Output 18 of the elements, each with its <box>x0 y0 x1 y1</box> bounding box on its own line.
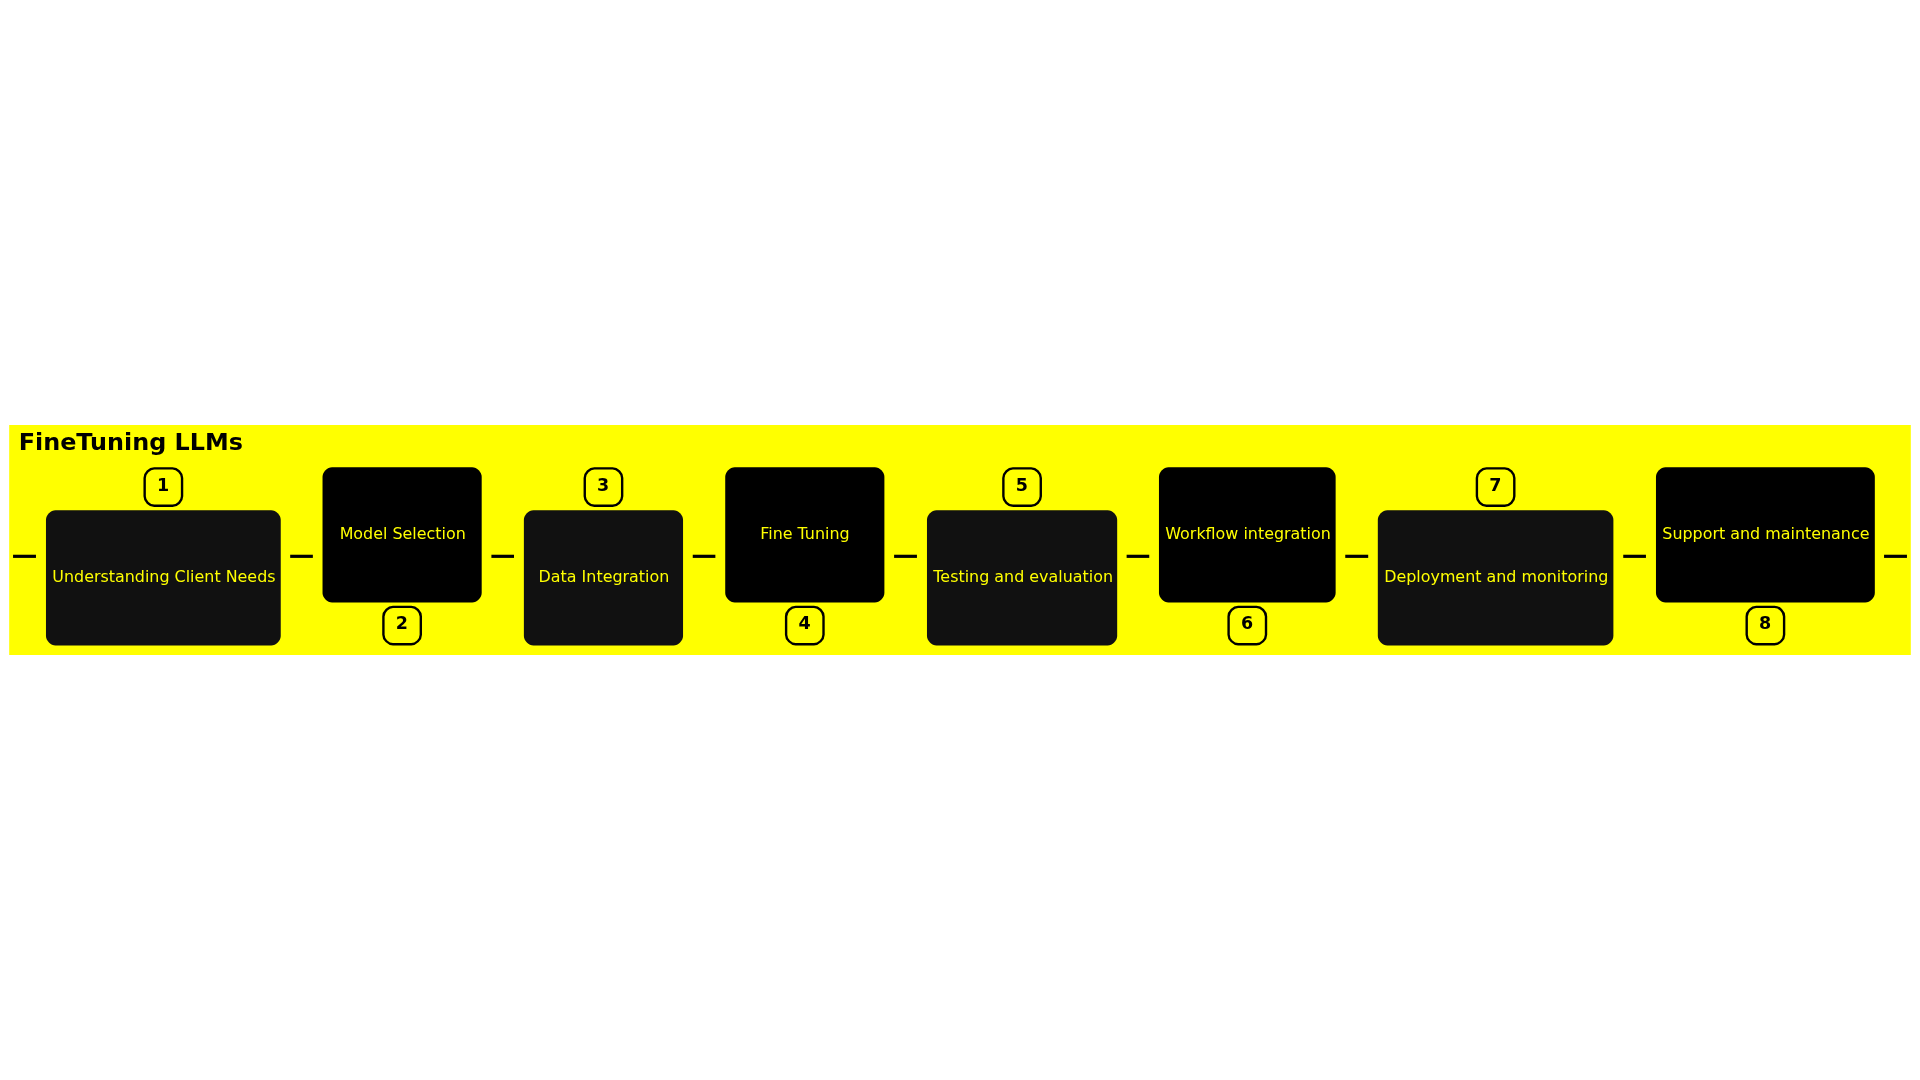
connector <box>491 554 514 558</box>
connector <box>1884 554 1907 558</box>
node-label: 7 <box>1489 474 1502 495</box>
connector <box>13 554 36 558</box>
node-label: 8 <box>1759 613 1772 634</box>
node-label: 4 <box>798 613 811 634</box>
connector <box>692 554 716 558</box>
connector <box>1623 554 1646 558</box>
connector <box>1126 554 1150 558</box>
node-label: 1 <box>156 474 170 495</box>
node-label: 2 <box>395 613 408 634</box>
node-label: 3 <box>597 474 610 495</box>
node-label: 5 <box>1015 474 1028 495</box>
connector <box>894 554 917 558</box>
connector <box>1345 554 1369 558</box>
connector <box>290 554 313 558</box>
diagram-title: FineTuning LLMs <box>18 427 243 456</box>
node-label: 6 <box>1240 613 1254 634</box>
